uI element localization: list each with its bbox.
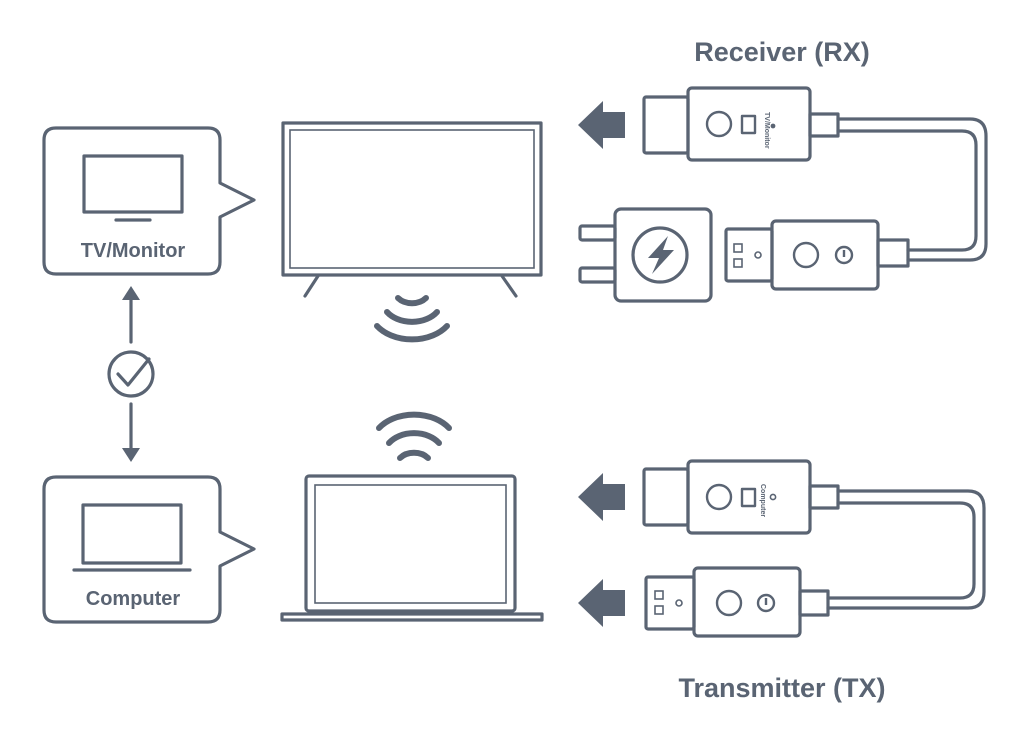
wifi-icon-tv [374,295,450,343]
transmitter-dongle-text: Computer [759,484,766,517]
arrow-up-icon [122,286,140,300]
transmitter-title: Transmitter (TX) [678,673,885,703]
tv-illustration [281,121,543,298]
tv-monitor-callout: TV/Monitor [42,126,256,276]
arrow-down-icon [122,448,140,462]
connection-arrows [107,286,155,462]
receiver-usb-power [724,117,988,291]
lightning-icon [648,236,674,274]
receiver-dongle-text: TV/Monitor [763,112,770,149]
power-icon [834,245,854,265]
receiver-title: Receiver (RX) [694,37,870,67]
wifi-icon-laptop [376,411,452,461]
computer-label: Computer [86,588,181,610]
laptop-icon [72,503,192,572]
power-adapter [578,207,713,303]
laptop-illustration [280,474,544,622]
arrow-left-icon [578,101,625,149]
arrow-left-icon [578,473,625,521]
transmitter-usb-power [578,489,986,638]
tv-monitor-label: TV/Monitor [81,240,186,262]
tv-icon [82,154,184,222]
arrow-left-icon [578,579,625,627]
computer-callout: Computer [42,475,256,624]
receiver-hdmi-dongle: TV/Monitor [578,86,840,162]
check-icon [107,350,155,398]
transmitter-hdmi-dongle: Computer [578,459,840,535]
power-icon [756,593,776,613]
